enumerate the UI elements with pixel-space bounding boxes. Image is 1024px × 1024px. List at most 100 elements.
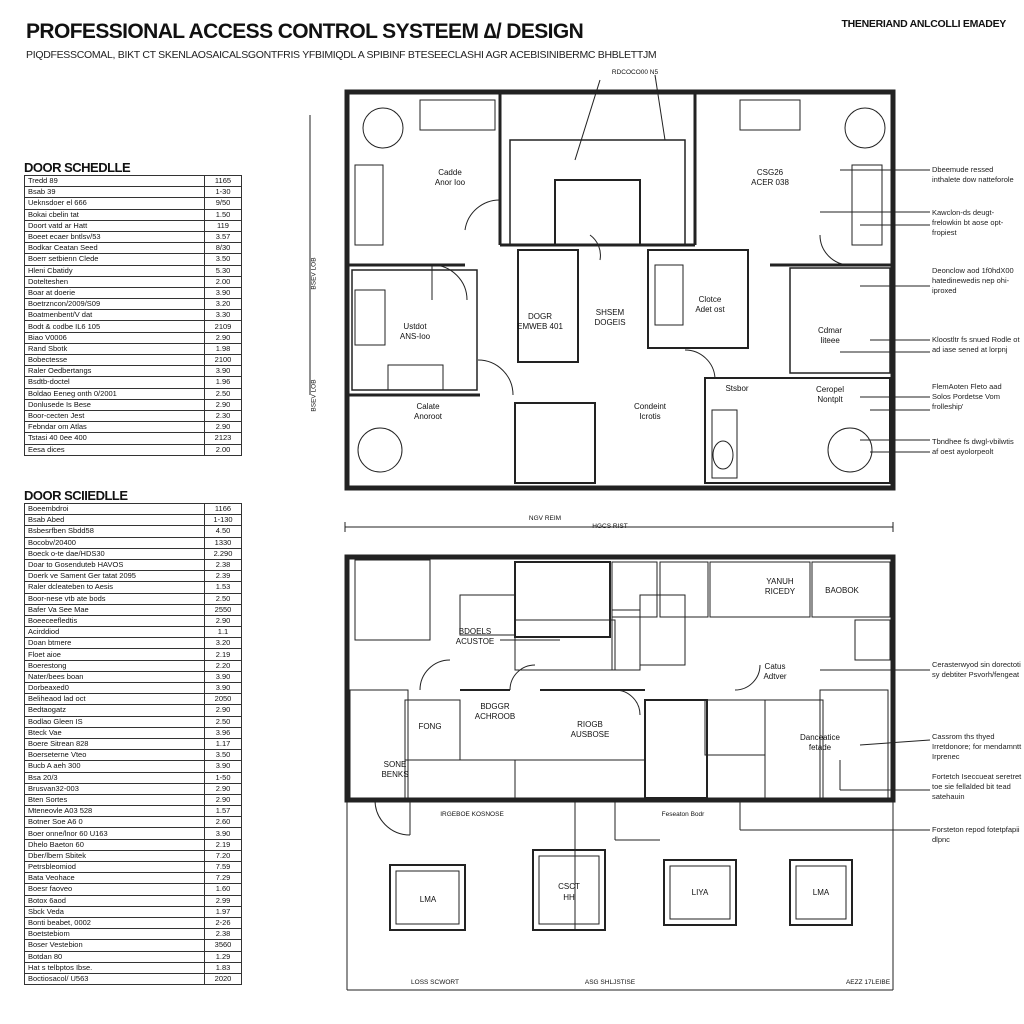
- door-description: Tredd 89: [24, 174, 205, 188]
- callout-note: Tbndhee fs dwgl-vbilwtis af oest ayolorp…: [932, 437, 1014, 456]
- door-value: 1-30: [204, 186, 242, 199]
- sheet-title: PROFESSIONAL ACCESS CONTROL SYSTEEM ∆/ D…: [26, 20, 584, 43]
- court-label-1: IRGEBOE KOSNOSE: [440, 811, 504, 818]
- court-label-2: Feseaton Bodr: [661, 811, 705, 818]
- door-value: 3.90: [204, 286, 242, 300]
- door-value: 119: [204, 219, 242, 232]
- door-description: Bodkar Ceatan Seed: [24, 242, 205, 255]
- door-schedule-title-top: DOOR SCHEDLLE: [24, 160, 131, 175]
- room-label: BAOBOK: [825, 586, 859, 595]
- bottom-label-1: LOSS SCWORT: [411, 979, 459, 986]
- bottom-label-3: AEZZ 17LEIBE: [845, 979, 891, 986]
- door-value: 2.00: [204, 443, 242, 456]
- courtyard-box-3: LIYA: [691, 888, 709, 897]
- door-value: 2020: [204, 972, 242, 986]
- door-value: 2.99: [204, 894, 242, 907]
- callout-note: FlemAoten Fleto aad Solos Pordetse Vom f…: [932, 382, 1002, 411]
- callout-note: Deonclow aod 1f0hdX00 hatedinewedis nep …: [932, 266, 1014, 295]
- courtyard-box-1: LMA: [419, 895, 437, 904]
- door-value: 1165: [204, 174, 242, 188]
- courtyard-box-2-sub: HH: [563, 893, 575, 902]
- callout-note: Kloostltr fs snued Rodle ot ad iase sene…: [932, 335, 1020, 354]
- room-label: Stsbor: [725, 384, 749, 393]
- callout-note: Fortetch Iseccueat seretret toe sie fell…: [932, 772, 1022, 801]
- courtyard-box-4: LMA: [812, 888, 830, 897]
- door-value: 9/50: [204, 197, 242, 210]
- door-description: Ueknsdoer el 666: [24, 197, 205, 210]
- door-value: 2.60: [204, 816, 242, 829]
- door-value: 8/30: [204, 242, 242, 255]
- side-dimension-2: BSEV LOB: [310, 379, 318, 412]
- door-description: Eesa dices: [24, 443, 205, 456]
- callout-note: Cassrom ths thyed Irretdonore; for menda…: [932, 732, 1022, 761]
- room-label: FONG: [418, 722, 442, 731]
- bottom-label-2: ASG SHLJSTISE: [584, 979, 636, 986]
- schedule-row: Hat s telbptos Ibse.1.83: [24, 961, 242, 974]
- door-schedule-title-bottom: DOOR SCIIEDLLE: [24, 488, 128, 503]
- sheet-subtitle: PIQDFESSCOMAL, BIKT CT SKENLAOSAICALSGON…: [26, 49, 657, 61]
- door-value: 2.50: [204, 715, 242, 728]
- door-value: 1.17: [204, 737, 242, 751]
- upper-plan-outer-wall: [344, 89, 896, 491]
- door-value: 3.57: [204, 230, 242, 244]
- door-description: Doort vatd ar Hatt: [24, 219, 205, 232]
- door-description: Boeet ecaer bntlsv/53: [24, 230, 205, 244]
- callout-note: Dbeemude ressed inthalete dow natteforol…: [932, 165, 1014, 184]
- top-tag: RDCOCO00 N5: [611, 69, 659, 76]
- side-dimension-1: BSEV LOB: [310, 257, 318, 290]
- door-value: 1.50: [204, 208, 242, 221]
- courtyard-box-2: CSCT: [558, 882, 580, 891]
- door-value: 1-50: [204, 771, 242, 784]
- dimension-label-b: HGCS RIST: [592, 523, 628, 530]
- company-name: THENERIAND ANLCOLLI EMADEY: [841, 18, 1007, 30]
- callout-note: Forsteton repod fotetpfapii dlpnc: [932, 825, 1020, 844]
- callout-note: Cerasterwyod sin dorectoti sy debtiter P…: [932, 660, 1021, 679]
- lower-plan-outer-wall: [344, 554, 896, 803]
- door-value: 1.1: [204, 626, 242, 639]
